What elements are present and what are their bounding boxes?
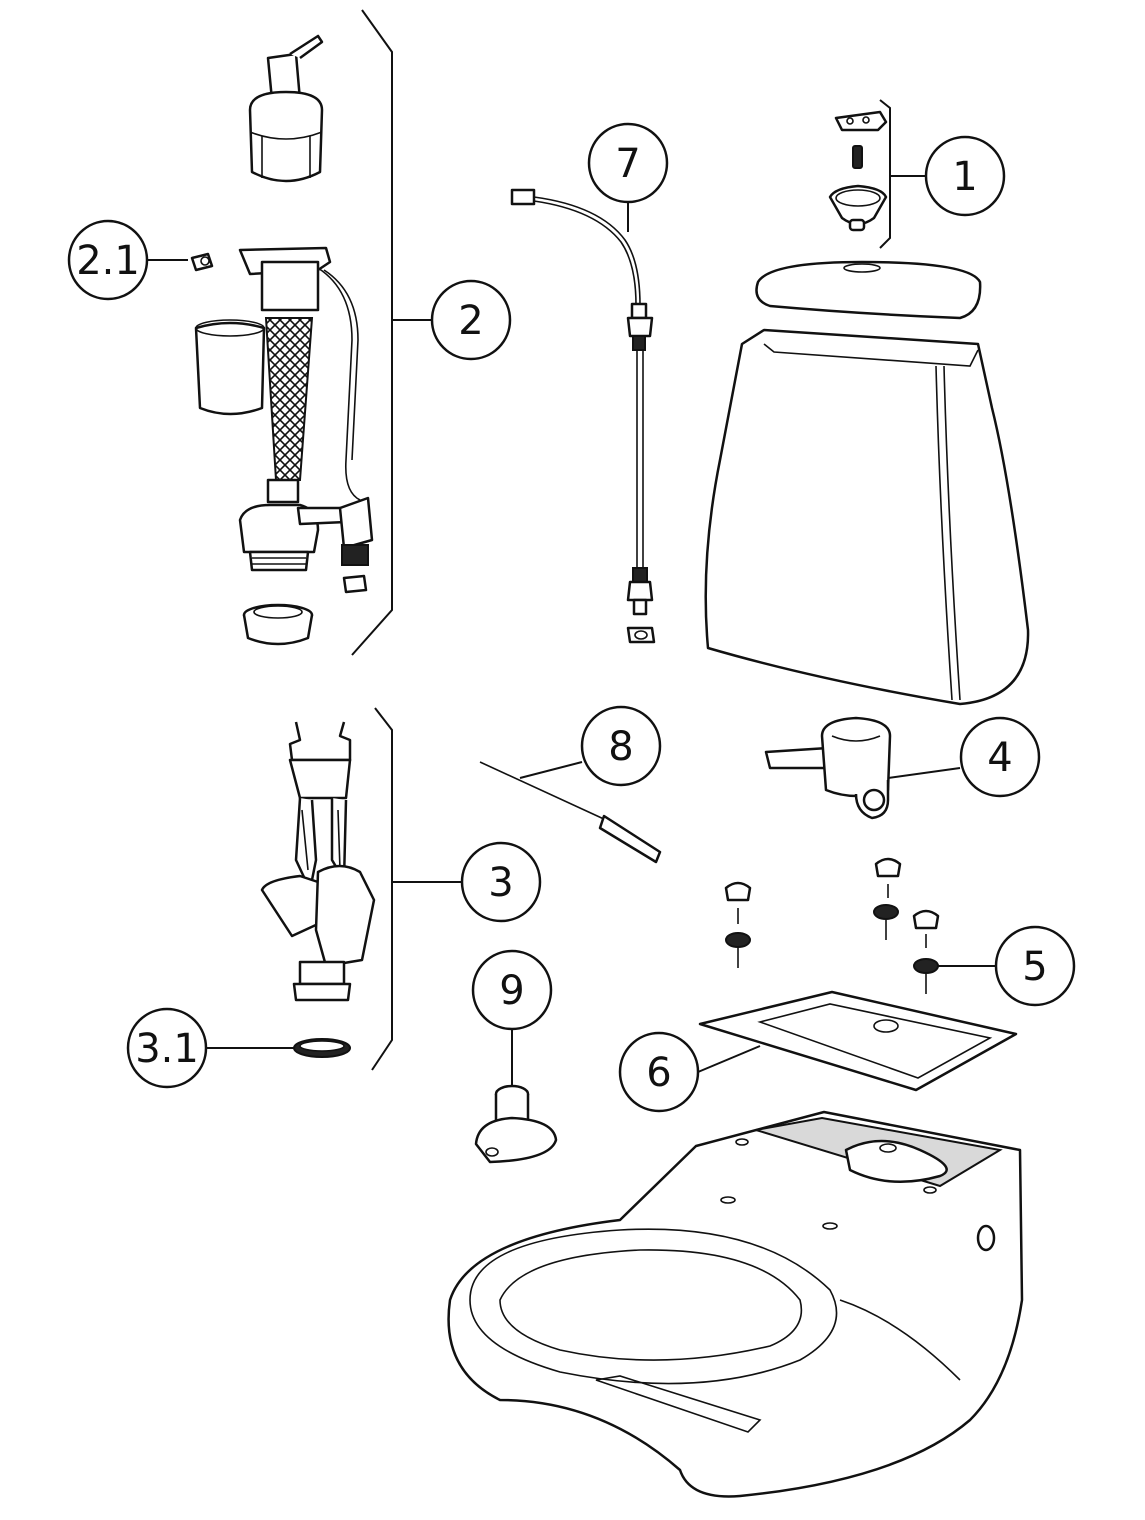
part-5-screw-left — [724, 881, 752, 968]
callout-7-label: 7 — [615, 141, 640, 187]
callout-4: 4 — [959, 716, 1041, 798]
part-2-1-clip — [190, 252, 214, 272]
cistern-tank — [704, 328, 1030, 706]
callout-2-1: 2.1 — [67, 219, 149, 301]
callout-2-label: 2 — [458, 298, 483, 344]
callout-2: 2 — [430, 279, 512, 361]
callout-3-label: 3 — [488, 860, 513, 906]
part-9-connector — [474, 1084, 558, 1164]
callout-6: 6 — [618, 1031, 700, 1113]
callout-8-label: 8 — [608, 724, 633, 770]
part-4-overflow-bend — [764, 716, 892, 820]
callout-2-1-label: 2.1 — [76, 238, 140, 284]
part-8-rod — [479, 761, 662, 864]
leader-4 — [887, 767, 961, 779]
part-3-flush-valve — [260, 721, 376, 1002]
callout-3: 3 — [460, 841, 542, 923]
callout-7: 7 — [587, 122, 669, 204]
callout-8: 8 — [580, 705, 662, 787]
part-3-1-seal-ring — [293, 1038, 351, 1058]
part-5-screw-right — [912, 909, 940, 994]
callout-6-label: 6 — [646, 1050, 671, 1096]
callout-5-label: 5 — [1022, 944, 1047, 990]
callout-5: 5 — [994, 925, 1076, 1007]
cistern-lid — [755, 260, 982, 320]
callout-3-1: 3.1 — [126, 1007, 208, 1089]
part-2-fill-valve — [194, 34, 374, 646]
callout-9: 9 — [471, 949, 553, 1031]
toilet-bowl — [447, 1110, 1024, 1498]
part-5-screw-middle — [873, 857, 902, 940]
leader-6 — [697, 1045, 761, 1073]
part-6-gasket — [698, 990, 1018, 1092]
callout-4-label: 4 — [987, 735, 1012, 781]
callout-9-label: 9 — [499, 968, 524, 1014]
leader-8 — [519, 761, 583, 779]
bracket-group-2 — [351, 9, 393, 656]
callout-3-1-label: 3.1 — [135, 1026, 199, 1072]
callout-1: 1 — [924, 135, 1006, 217]
bracket-group-3 — [371, 707, 393, 1071]
bracket-group-1 — [879, 99, 891, 249]
callout-1-label: 1 — [952, 154, 977, 200]
part-7-flex-hose — [510, 188, 656, 644]
part-1-push-button-assembly — [828, 110, 888, 232]
